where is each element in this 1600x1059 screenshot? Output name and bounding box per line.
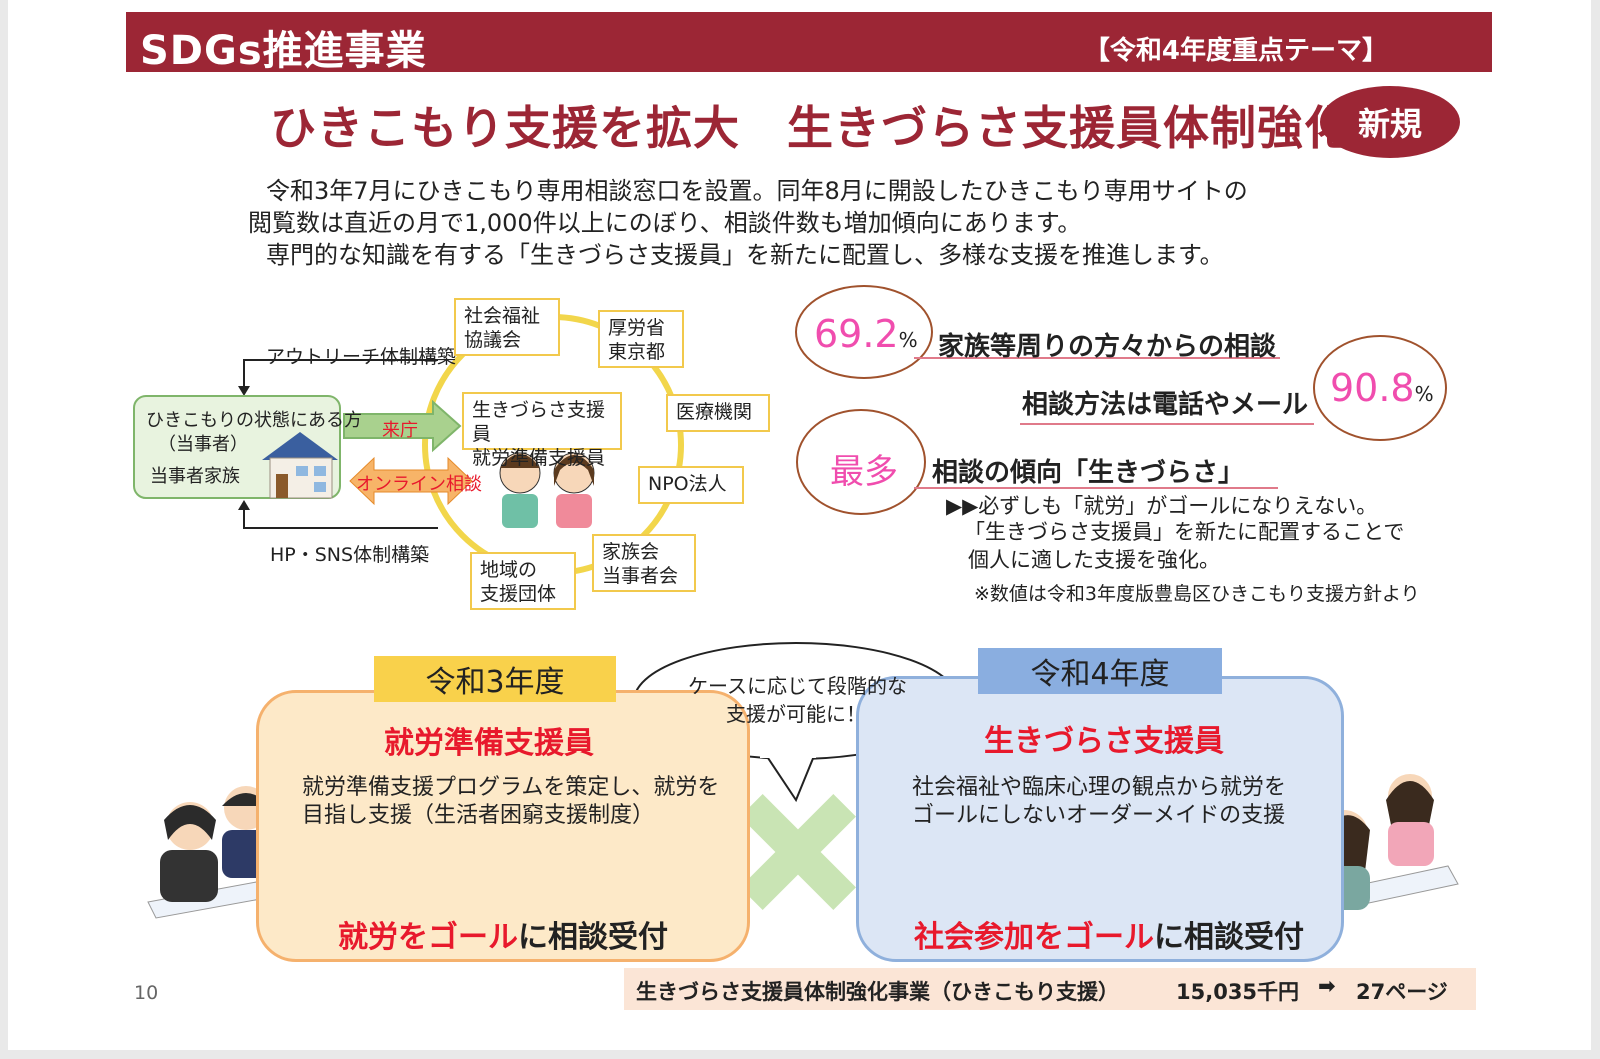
footer-bar: 生きづらさ支援員体制強化事業（ひきこもり支援） 15,035千円 ➡ 27ページ (624, 968, 1476, 1010)
family-label: 当事者家族 (150, 466, 240, 487)
goal-highlight: 就労をゴール (338, 920, 518, 955)
stat-3-label: 相談の傾向「生きづらさ」 (932, 458, 1245, 488)
person-label-2: （当事者） (158, 434, 248, 455)
partner-line: 家族会 (602, 541, 660, 563)
partner-line: 厚労省 (608, 317, 666, 339)
stat-2-label: 相談方法は電話やメール (1022, 390, 1309, 420)
card-reiwa3-text-2: 目指し支援（生活者困窮支援制度） (302, 803, 655, 828)
note-line-1: ▶▶必ずしも「就労」がゴールになりえない。 (946, 494, 1378, 518)
stat-2-value: 90.8% (1330, 366, 1434, 410)
partner-box-npo: NPO法人 (638, 466, 744, 504)
new-badge: 新規 (1320, 86, 1460, 158)
source-note: ※数値は令和3年度版豊島区ひきこもり支援方針より (974, 583, 1420, 605)
goal-highlight: 社会参加をゴール (914, 920, 1154, 955)
page: SDGs推進事業 【令和4年度重点テーマ】 ひきこもり支援を拡大 生きづらさ支援… (8, 0, 1591, 1050)
footer-budget: 15,035千円 (1176, 980, 1300, 1004)
speech-bubble-tail (762, 750, 816, 803)
hp-sns-connector (243, 508, 438, 529)
intro-line-1: 令和3年7月にひきこもり専用相談窓口を設置。同年8月に開設したひきこもり専用サイ… (266, 177, 1248, 205)
footer-page-ref: 27ページ (1356, 980, 1448, 1004)
partner-line: 医療機関 (676, 401, 753, 423)
header-bar: SDGs推進事業 【令和4年度重点テーマ】 (126, 12, 1492, 74)
partner-line: 支援団体 (480, 583, 557, 605)
person-label-1: ひきこもりの状態にある方 (146, 410, 362, 431)
outreach-arrowhead (238, 386, 250, 396)
page-number: 10 (134, 982, 159, 1004)
goal-suffix: に相談受付 (1154, 920, 1304, 955)
outreach-connector (243, 359, 438, 388)
stat-1-value: 69.2% (814, 312, 918, 356)
note-line-2: 「生きづらさ支援員」を新たに配置することで (964, 520, 1405, 544)
headline-title: ひきこもり支援を拡大 生きづらさ支援員体制強化 (270, 101, 1351, 155)
stat-2-number: 90.8 (1330, 366, 1415, 410)
house-illustration (262, 432, 338, 499)
card-reiwa4-text-2: ゴールにしないオーダーメイドの支援 (912, 803, 1286, 828)
online-arrow (349, 456, 473, 506)
center-line-1: 生きづらさ支援員 (472, 399, 606, 445)
bubble-line-1: ケースに応じて段階的な (688, 674, 907, 698)
intro-text: 令和3年7月にひきこもり専用相談窓口を設置。同年8月に開設したひきこもり専用サイ… (248, 175, 1248, 271)
card-reiwa4-goal: 社会参加をゴールに相談受付 (914, 912, 1304, 956)
partner-box-family-assoc: 家族会 当事者会 (592, 534, 696, 592)
intro-line-2: 閲覧数は直近の月で1,000件以上にのぼり、相談件数も増加傾向にあります。 (248, 209, 1082, 237)
hp-sns-label: HP・SNS体制構築 (270, 544, 430, 566)
center-support-box: 生きづらさ支援員 就労準備支援員 (462, 392, 622, 469)
goal-suffix: に相談受付 (518, 920, 668, 955)
partner-line: 協議会 (464, 329, 522, 351)
partner-box-medical: 医療機関 (666, 394, 770, 432)
card-reiwa3-text-1: 就労準備支援プログラムを策定し、就労を (302, 775, 720, 800)
bubble-line-2: 支援が可能に！ (726, 702, 866, 726)
note-line-3: 個人に適した支援を強化。 (968, 548, 1220, 572)
footer-project: 生きづらさ支援員体制強化事業（ひきこもり支援） (636, 980, 1119, 1004)
cross-mark (740, 794, 856, 910)
card-reiwa3-year: 令和3年度 (374, 656, 616, 702)
stat-2-bubble (1313, 335, 1447, 441)
partner-line: NPO法人 (648, 473, 727, 495)
card-reiwa4-title: 生きづらさ支援員 (984, 724, 1224, 759)
hp-sns-arrowhead (238, 500, 250, 510)
visit-arrow (343, 399, 462, 453)
online-label: オンライン相談 (356, 474, 482, 495)
card-reiwa3 (256, 690, 750, 962)
partner-box-council: 社会福祉 協議会 (454, 298, 560, 356)
partner-line: 社会福祉 (464, 305, 541, 327)
stat-1-unit: % (898, 328, 918, 352)
card-reiwa3-title: 就労準備支援員 (384, 726, 594, 761)
partner-box-mhlw: 厚労省 東京都 (598, 310, 684, 368)
center-line-2: 就労準備支援員 (472, 447, 606, 469)
stat-1-label: 家族等周りの方々からの相談 (938, 332, 1277, 362)
partner-line: 東京都 (608, 341, 666, 363)
visit-label: 来庁 (382, 420, 418, 441)
card-reiwa4-year: 令和4年度 (978, 648, 1222, 694)
children-illustration (499, 452, 595, 528)
card-reiwa3-goal: 就労をゴールに相談受付 (338, 912, 668, 956)
outreach-label: アウトリーチ体制構築 (266, 346, 457, 368)
partner-line: 当事者会 (602, 565, 679, 587)
footer-arrow-icon: ➡ (1318, 974, 1336, 998)
stat-1-number: 69.2 (814, 312, 899, 356)
stat-1-bubble (795, 285, 933, 379)
stat-2-unit: % (1414, 382, 1434, 406)
intro-line-3: 専門的な知識を有する「生きづらさ支援員」を新たに配置し、多様な支援を推進します。 (266, 241, 1224, 269)
header-theme: 【令和4年度重点テーマ】 (1083, 36, 1388, 66)
stat-3-value: 最多 (830, 452, 898, 492)
partner-box-local-groups: 地域の 支援団体 (470, 552, 576, 610)
partner-line: 地域の (480, 559, 538, 581)
stat-3-bubble (796, 409, 926, 515)
header-title: SDGs推進事業 (140, 28, 427, 74)
card-reiwa4-text-1: 社会福祉や臨床心理の観点から就労を (912, 775, 1287, 800)
